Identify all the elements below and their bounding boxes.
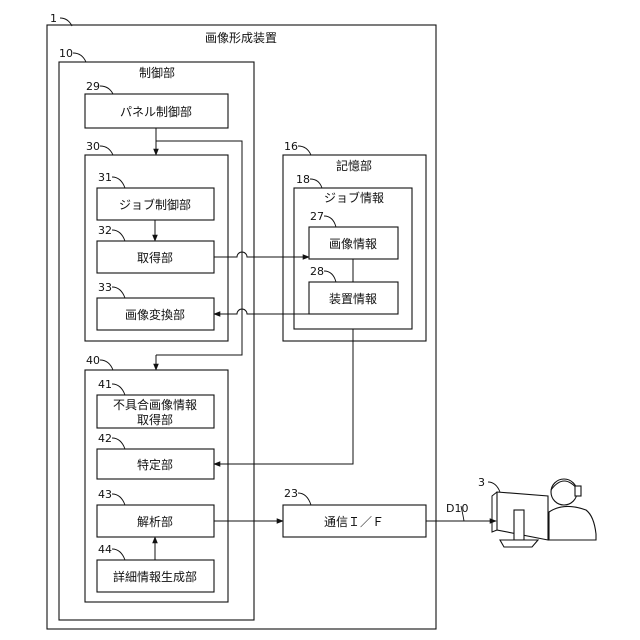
ref-29: 29 xyxy=(86,80,100,93)
monitor-stand-icon xyxy=(514,510,524,540)
job-info-label: ジョブ情報 xyxy=(324,190,384,205)
signal-d10-label: D10 xyxy=(446,502,468,515)
image-forming-apparatus-label: 画像形成装置 xyxy=(205,31,277,45)
acquisition-label: 取得部 xyxy=(137,250,173,265)
ref-3-leader xyxy=(488,482,500,492)
ref-33: 33 xyxy=(98,281,112,294)
image-conversion-label: 画像変換部 xyxy=(125,307,185,322)
user-head-icon xyxy=(551,479,577,505)
ref-31: 31 xyxy=(98,171,112,184)
identification-label: 特定部 xyxy=(137,457,173,472)
ref-23: 23 xyxy=(284,487,298,500)
ref-42: 42 xyxy=(98,432,112,445)
ref-1: 1 xyxy=(50,12,57,25)
ref-18: 18 xyxy=(296,173,310,186)
monitor-base-icon xyxy=(500,540,538,547)
external-terminal-icon xyxy=(492,479,596,547)
ref-27: 27 xyxy=(310,210,324,223)
ref-10: 10 xyxy=(59,47,73,60)
analysis-label: 解析部 xyxy=(137,514,173,529)
storage-unit-label: 記憶部 xyxy=(336,158,372,173)
control-unit-label: 制御部 xyxy=(139,65,175,80)
ref-30: 30 xyxy=(86,140,100,153)
panel-control-label: パネル制御部 xyxy=(120,104,192,119)
monitor-edge-icon xyxy=(492,492,497,532)
ref-44: 44 xyxy=(98,543,112,556)
device-info-label: 装置情報 xyxy=(329,292,377,306)
ref-32: 32 xyxy=(98,224,112,237)
detail-info-generation-label: 詳細情報生成部 xyxy=(113,569,197,584)
defect-image-info-label-line1: 不具合画像情報 xyxy=(113,397,197,412)
ref-3: 3 xyxy=(478,476,485,489)
job-control-label: ジョブ制御部 xyxy=(119,197,191,212)
ref-16: 16 xyxy=(284,140,298,153)
ref-43: 43 xyxy=(98,488,112,501)
ref-40: 40 xyxy=(86,354,100,367)
image-info-label: 画像情報 xyxy=(329,237,377,251)
comm-interface-label: 通信Ｉ／Ｆ xyxy=(324,515,384,529)
user-body-icon xyxy=(549,506,596,540)
ref-28: 28 xyxy=(310,265,324,278)
headset-earcup-icon xyxy=(575,486,581,496)
defect-image-info-label-line2: 取得部 xyxy=(137,412,173,427)
ref-41: 41 xyxy=(98,378,112,391)
